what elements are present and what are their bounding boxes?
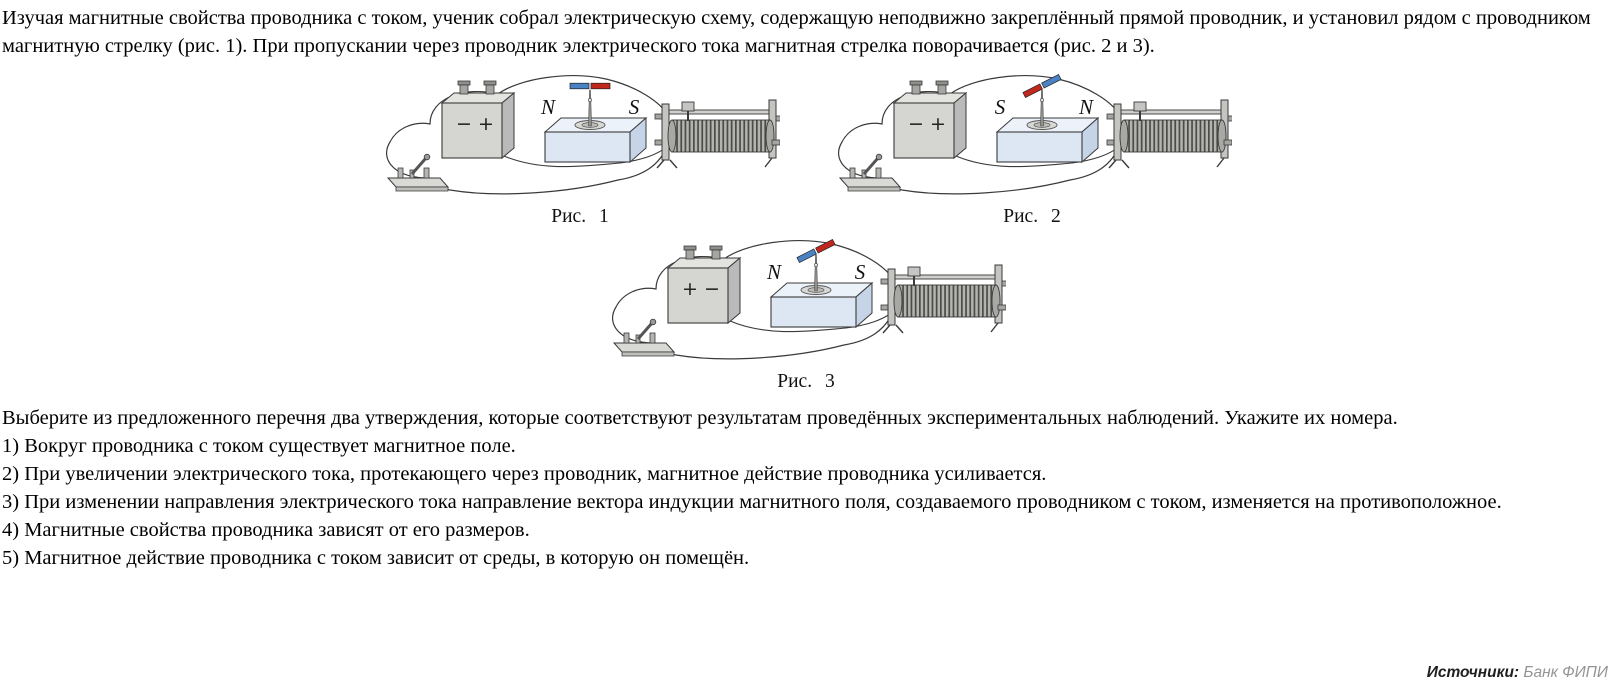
- battery-sign-left: −: [908, 113, 924, 135]
- figure-3-caption: Рис. 3: [777, 371, 835, 392]
- battery-sign-left: +: [682, 278, 698, 300]
- needle-left-half: [796, 248, 817, 264]
- compass-stand: [769, 254, 874, 329]
- pole-label-right: S: [855, 260, 866, 284]
- rheostat: [654, 99, 785, 169]
- source-line: Источники: Банк ФИПИ: [1427, 664, 1608, 682]
- circuit-diagram: +− N S: [611, 238, 1011, 360]
- battery-sign-right: −: [704, 278, 720, 300]
- pole-label-left: N: [540, 95, 556, 119]
- battery: +−: [666, 245, 742, 325]
- figure-2-caption: Рис. 2: [1003, 206, 1061, 227]
- wire-middle: [729, 310, 895, 333]
- figure-2: −+ S N Рис. 2: [832, 66, 1237, 229]
- figures-row-bottom: +− N S Рис. 3: [2, 231, 1610, 394]
- source-link[interactable]: Банк ФИПИ: [1523, 664, 1608, 681]
- compass-needle: [1022, 73, 1062, 99]
- battery: −+: [892, 80, 968, 160]
- figure-3: +− N S Рис. 3: [606, 231, 1011, 394]
- switch-key: [838, 153, 902, 192]
- compass-stand: [995, 89, 1100, 164]
- pole-label-left: S: [995, 95, 1006, 119]
- needle-left-half: [569, 82, 590, 90]
- compass-needle: [796, 238, 836, 264]
- needle-right-half: [1041, 73, 1062, 89]
- pole-label-left: N: [766, 260, 782, 284]
- needle-right-half: [815, 238, 836, 254]
- pole-label-right: N: [1078, 95, 1094, 119]
- battery-sign-right: +: [478, 113, 494, 135]
- switch-key: [386, 153, 450, 192]
- needle-left-half: [1022, 83, 1043, 99]
- circuit-diagram: −+ N S: [385, 75, 785, 195]
- option-1: 1) Вокруг проводника с током существует …: [2, 435, 516, 457]
- pole-label-right: S: [629, 95, 640, 119]
- circuit-diagram: −+ S N: [837, 73, 1237, 195]
- needle-right-half: [590, 82, 611, 90]
- compass-needle: [569, 82, 611, 90]
- intro-paragraph: Изучая магнитные свойства проводника с т…: [2, 7, 1591, 57]
- figure-1: −+ N S Рис. 1: [380, 66, 785, 229]
- switch-key: [612, 318, 676, 357]
- option-5: 5) Магнитное действие проводника с током…: [2, 547, 750, 569]
- battery: −+: [440, 80, 516, 160]
- wire-middle: [955, 145, 1121, 168]
- option-2: 2) При увеличении электрического тока, п…: [2, 463, 1047, 485]
- option-3: 3) При изменении направления электрическ…: [2, 491, 1502, 513]
- compass-stand: [543, 89, 648, 164]
- rheostat-slider: [907, 266, 921, 277]
- battery-sign-left: −: [456, 113, 472, 135]
- option-4: 4) Магнитные свойства проводника зависят…: [2, 519, 530, 541]
- question-prompt: Выберите из предложенного перечня два ут…: [2, 407, 1398, 429]
- rheostat-slider: [1133, 101, 1147, 112]
- options-list: 1) Вокруг проводника с током существует …: [2, 432, 1610, 572]
- wire-middle: [503, 145, 669, 168]
- rheostat: [1106, 99, 1237, 169]
- battery-sign-right: +: [930, 113, 946, 135]
- source-label: Источники:: [1426, 664, 1520, 681]
- rheostat-slider: [681, 101, 695, 112]
- figure-1-caption: Рис. 1: [551, 206, 609, 227]
- rheostat: [880, 264, 1011, 334]
